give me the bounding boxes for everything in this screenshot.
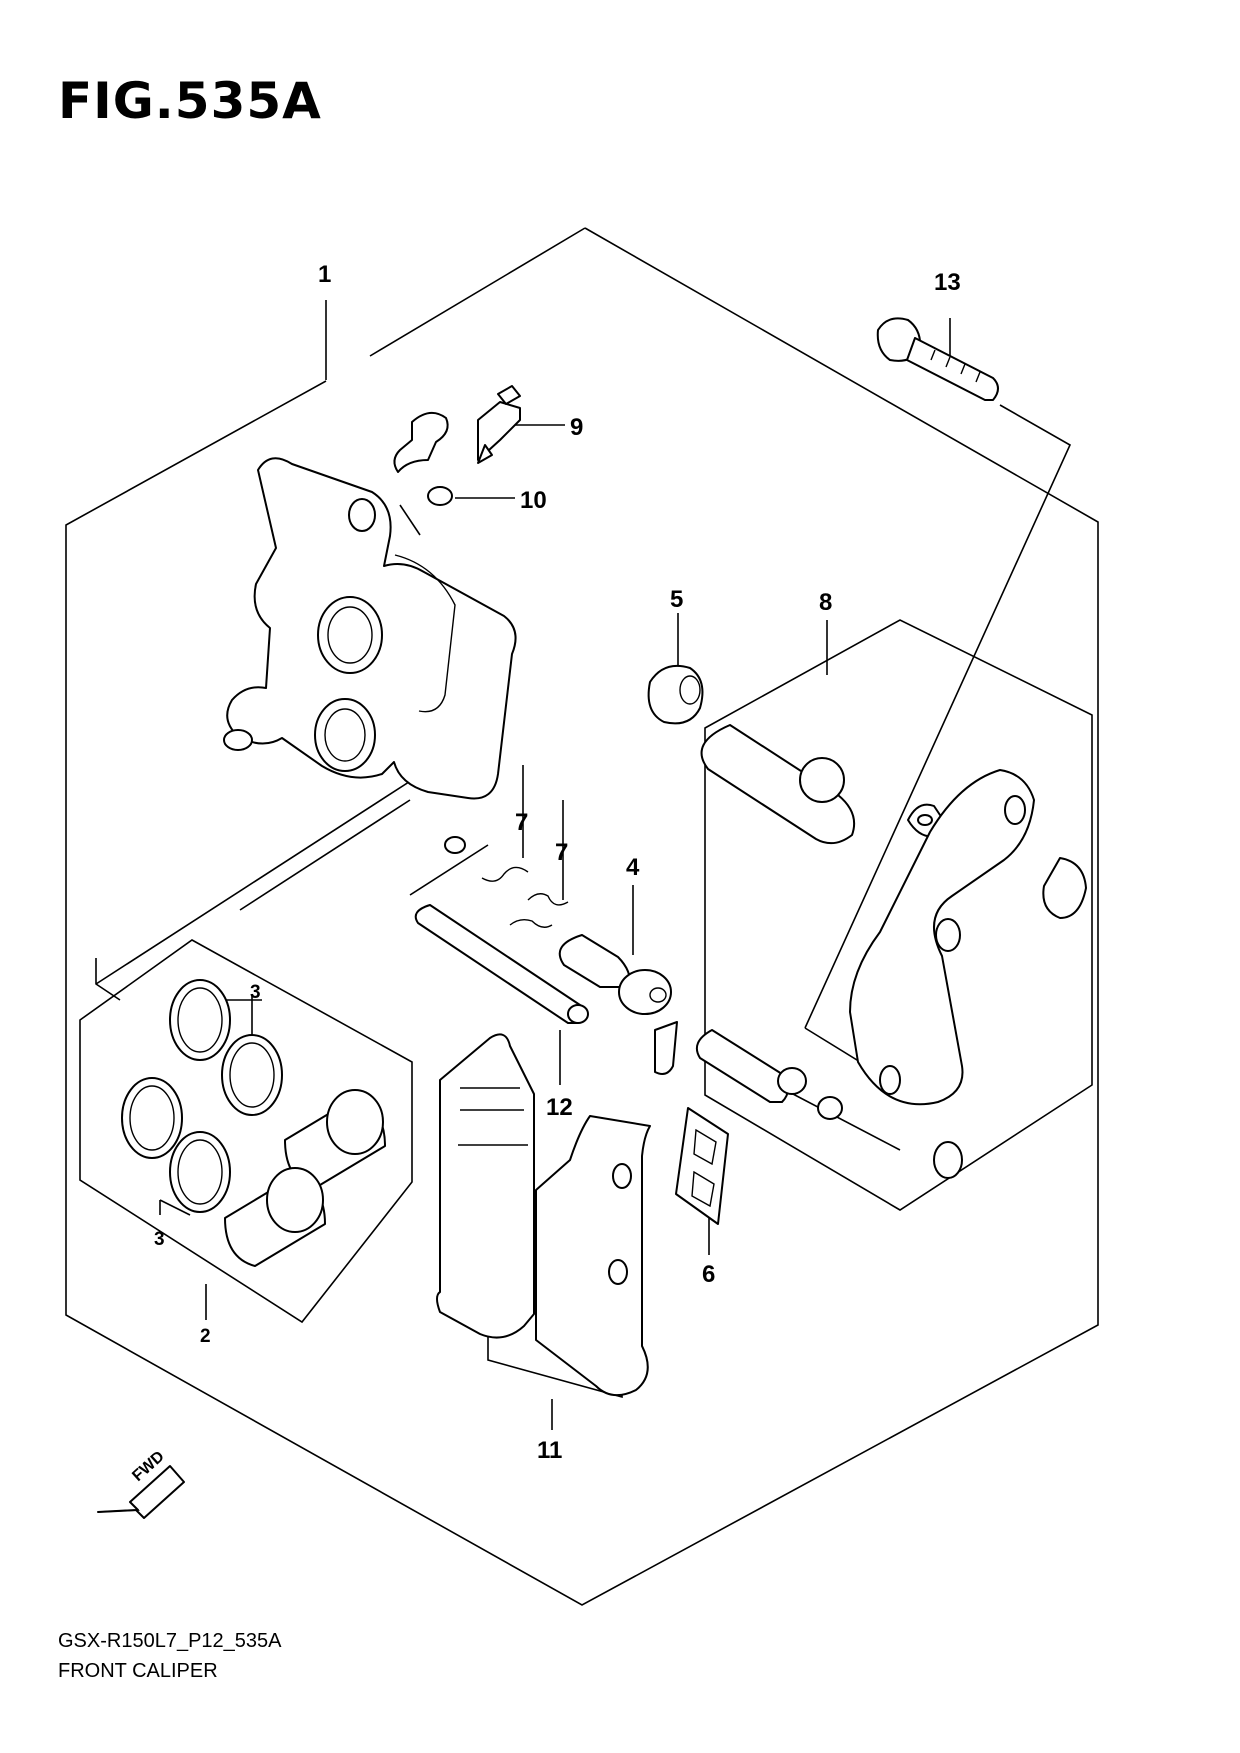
piston-seals [121, 979, 283, 1213]
callout-7-right: 7 [555, 839, 568, 866]
boot-seal [647, 664, 704, 725]
bracket-assembly-outline [704, 619, 1093, 1211]
callout-12: 12 [546, 1094, 573, 1121]
arrow-left-down-icon [97, 1465, 185, 1519]
pistons [224, 1089, 386, 1267]
caliper-body [223, 457, 517, 854]
pad-pins [481, 866, 569, 928]
callout-3-bottom: 3 [154, 1229, 165, 1250]
callout-1: 1 [318, 261, 331, 288]
callout-4: 4 [626, 854, 640, 881]
pad-spring [675, 1107, 729, 1225]
pad-pin-rod [414, 904, 589, 1024]
caliper-bracket [696, 724, 1087, 1179]
banjo-fitting [393, 411, 453, 506]
mounting-bolt [876, 317, 999, 401]
callout-10: 10 [520, 487, 547, 514]
bleeder-screw [477, 385, 521, 464]
callout-13: 13 [934, 269, 961, 296]
model-code: GSX-R150L7_P12_535A [58, 1630, 282, 1652]
callout-labels: 1 2 3 3 4 5 6 7 7 8 9 10 11 12 13 [154, 261, 961, 1464]
callout-5: 5 [670, 586, 683, 613]
brake-pads [436, 1021, 678, 1397]
callout-6: 6 [702, 1261, 715, 1288]
callout-2: 2 [200, 1326, 211, 1347]
caliper-assembly-outline [65, 227, 1099, 1606]
callout-7-left: 7 [515, 809, 528, 836]
callout-8: 8 [819, 589, 832, 616]
callout-11: 11 [537, 1437, 562, 1464]
slide-pin [558, 934, 672, 1015]
callout-9: 9 [570, 414, 583, 441]
figure-title: FIG.535A [58, 72, 322, 130]
figure-name: FRONT CALIPER [58, 1660, 218, 1682]
callout-3-top: 3 [250, 982, 261, 1003]
piston-seal-kit-outline [79, 779, 413, 1324]
